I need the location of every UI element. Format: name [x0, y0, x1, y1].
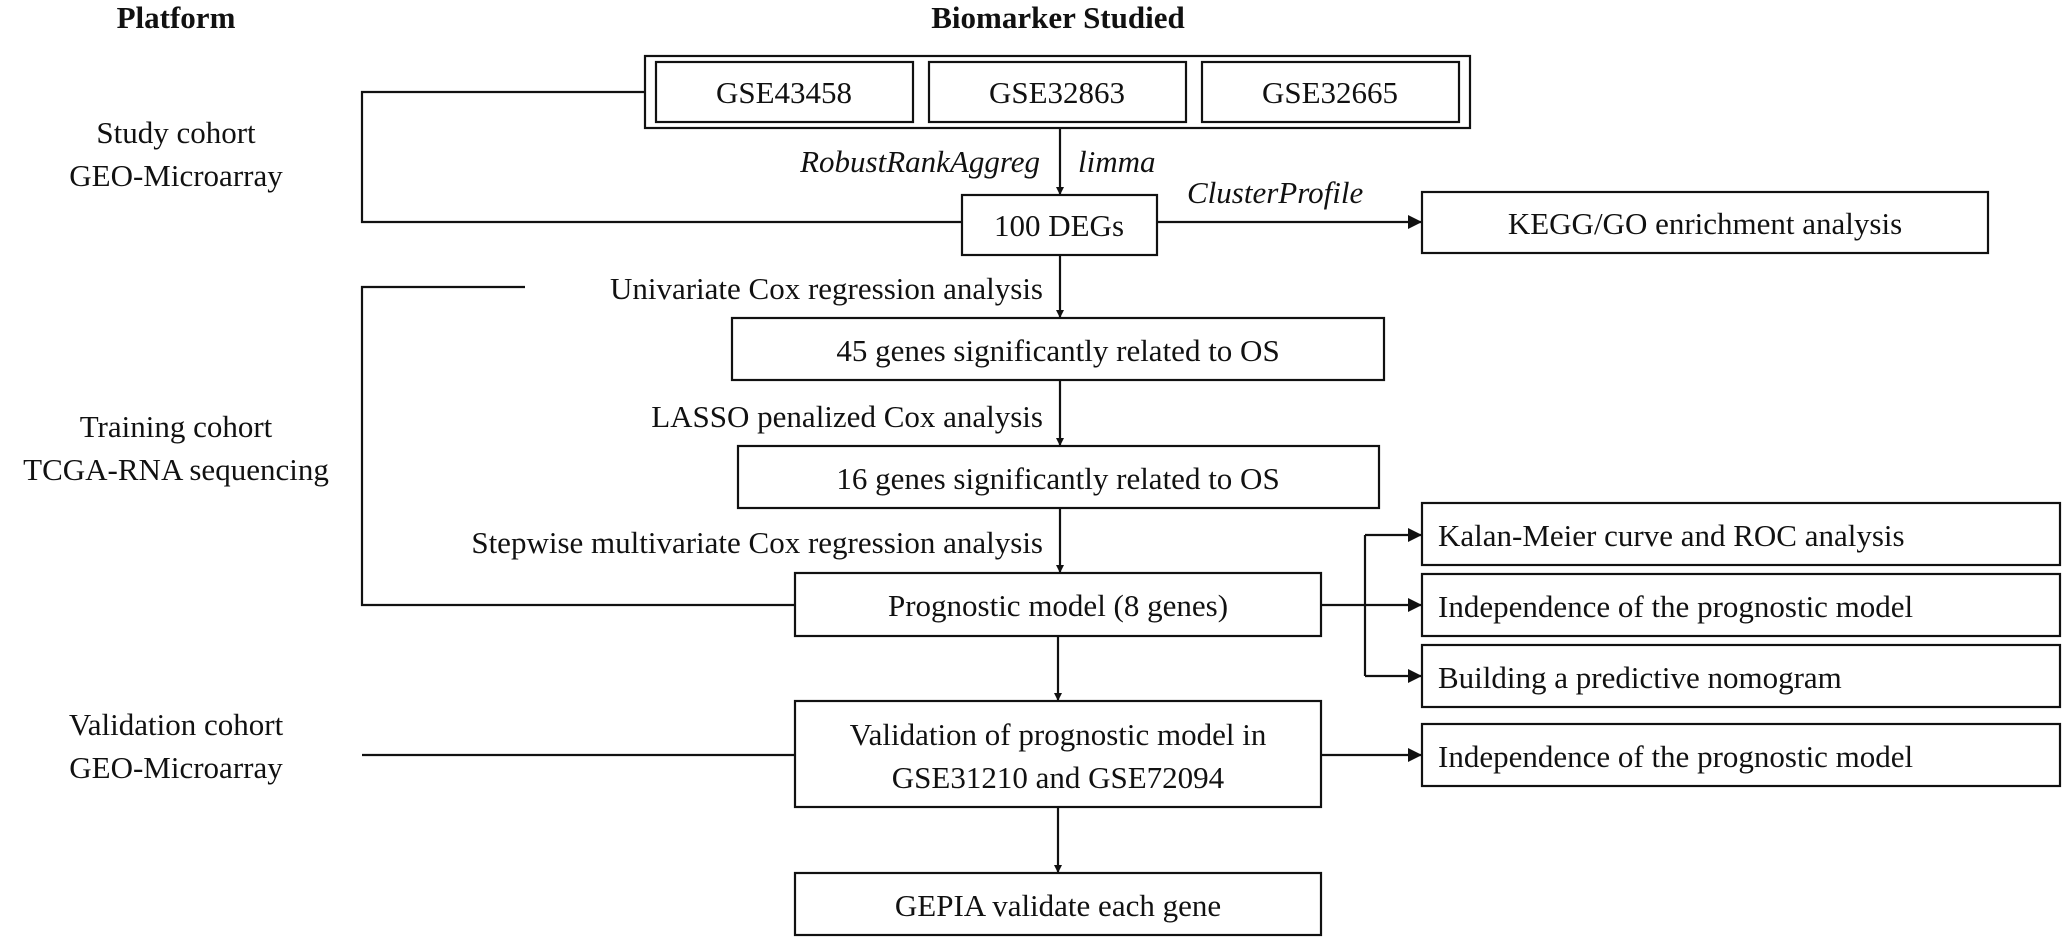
enrichment-label: KEGG/GO enrichment analysis [1508, 206, 1902, 241]
genes16-box [736, 444, 1381, 510]
lasso-method-label: LASSO penalized Cox analysis [651, 399, 1043, 434]
training-platform-label: TCGA-RNA sequencing [23, 452, 329, 487]
validation-box [793, 699, 1323, 809]
nomogram-box [1420, 643, 2062, 709]
validation-cohort-label: Validation cohort [69, 707, 284, 742]
nomogram-label: Building a predictive nomogram [1438, 660, 1842, 695]
dataset-box-3 [1200, 60, 1461, 124]
clusterprofile-method-label: ClusterProfile [1187, 175, 1363, 210]
independence-label-2: Independence of the prognostic model [1438, 739, 1913, 774]
km-roc-label: Kalan-Meier curve and ROC analysis [1438, 518, 1905, 553]
genes45-box [730, 316, 1386, 382]
gepia-label: GEPIA validate each gene [895, 888, 1221, 923]
dataset-label-3: GSE32665 [1262, 75, 1398, 110]
study-platform-label: GEO-Microarray [69, 158, 283, 193]
genes16-label: 16 genes significantly related to OS [836, 461, 1279, 496]
genes45-label: 45 genes significantly related to OS [836, 333, 1279, 368]
study-cohort-label: Study cohort [96, 115, 256, 150]
independence-box-2 [1420, 722, 2062, 788]
training-cohort-label: Training cohort [80, 409, 273, 444]
km-roc-box [1420, 501, 2062, 567]
dataset-label-2: GSE32863 [989, 75, 1125, 110]
dataset-label-1: GSE43458 [716, 75, 852, 110]
platform-header: Platform [117, 0, 236, 35]
prognostic-model-label: Prognostic model (8 genes) [888, 588, 1228, 623]
dataset-box-1 [654, 60, 915, 124]
degs-label: 100 DEGs [994, 208, 1124, 243]
univariate-method-label: Univariate Cox regression analysis [610, 271, 1043, 306]
dataset-box-2 [927, 60, 1188, 124]
training-bracket-line [360, 285, 795, 607]
stepwise-method-label: Stepwise multivariate Cox regression ana… [471, 525, 1043, 560]
limma-method-label: limma [1078, 144, 1156, 179]
validation-label-line2: GSE31210 and GSE72094 [892, 760, 1225, 795]
degs-box [960, 193, 1159, 257]
validation-platform-label: GEO-Microarray [69, 750, 283, 785]
gepia-box [793, 871, 1323, 937]
independence-label-1: Independence of the prognostic model [1438, 589, 1913, 624]
rra-method-label: RobustRankAggreg [799, 144, 1040, 179]
biomarker-header: Biomarker Studied [931, 0, 1184, 35]
enrichment-box [1420, 190, 1990, 255]
study-bracket-line [360, 90, 962, 224]
validation-label-line1: Validation of prognostic model in [850, 717, 1267, 752]
independence-box-1 [1420, 572, 2062, 638]
